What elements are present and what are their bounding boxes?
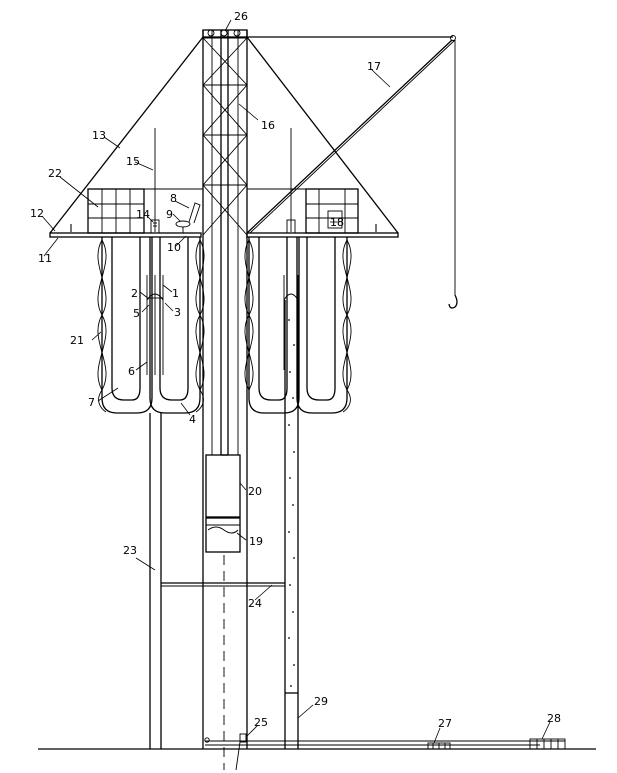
crane-boom [246,35,458,309]
lattice-tower [202,37,248,236]
anchor-block-28 [529,738,566,750]
winch [175,202,201,233]
leader-lines [41,19,551,744]
label-17: 17 [367,60,381,73]
label-27: 27 [438,717,452,730]
label-7: 7 [88,396,95,409]
left-pontoon-assembly [97,128,205,749]
label-5: 5 [133,307,140,320]
label-26: 26 [234,10,248,23]
label-13: 13 [92,129,106,142]
label-1: 1 [172,287,179,300]
beam-mark-left: I [69,222,72,235]
label-10: 10 [167,241,181,254]
label-16: 16 [261,119,275,132]
label-9: 9 [166,208,173,221]
right-cabin [247,188,359,234]
label-8: 8 [170,192,177,205]
label-4: 4 [189,413,196,426]
label-2: 2 [131,287,138,300]
label-20: 20 [248,485,262,498]
grouted-pile [284,300,299,749]
label-12: 12 [30,207,44,220]
label-15: 15 [126,155,140,168]
label-6: 6 [128,365,135,378]
guy-cables [49,36,399,234]
seabed-cable [204,733,565,771]
label-21: 21 [70,334,84,347]
label-18: 18 [330,216,344,229]
hoist-cage [205,454,241,553]
central-mast [202,30,248,770]
label-28: 28 [547,712,561,725]
label-3: 3 [174,306,181,319]
label-11: 11 [38,252,52,265]
label-14: 14 [136,208,150,221]
left-cabin [87,188,203,234]
label-23: 23 [123,544,137,557]
beam-mark-right: I [374,222,377,235]
label-24: 24 [248,597,262,610]
label-25: 25 [254,716,268,729]
label-19: 19 [249,535,263,548]
label-29: 29 [314,695,328,708]
label-22: 22 [48,167,62,180]
top-cap [202,29,248,38]
